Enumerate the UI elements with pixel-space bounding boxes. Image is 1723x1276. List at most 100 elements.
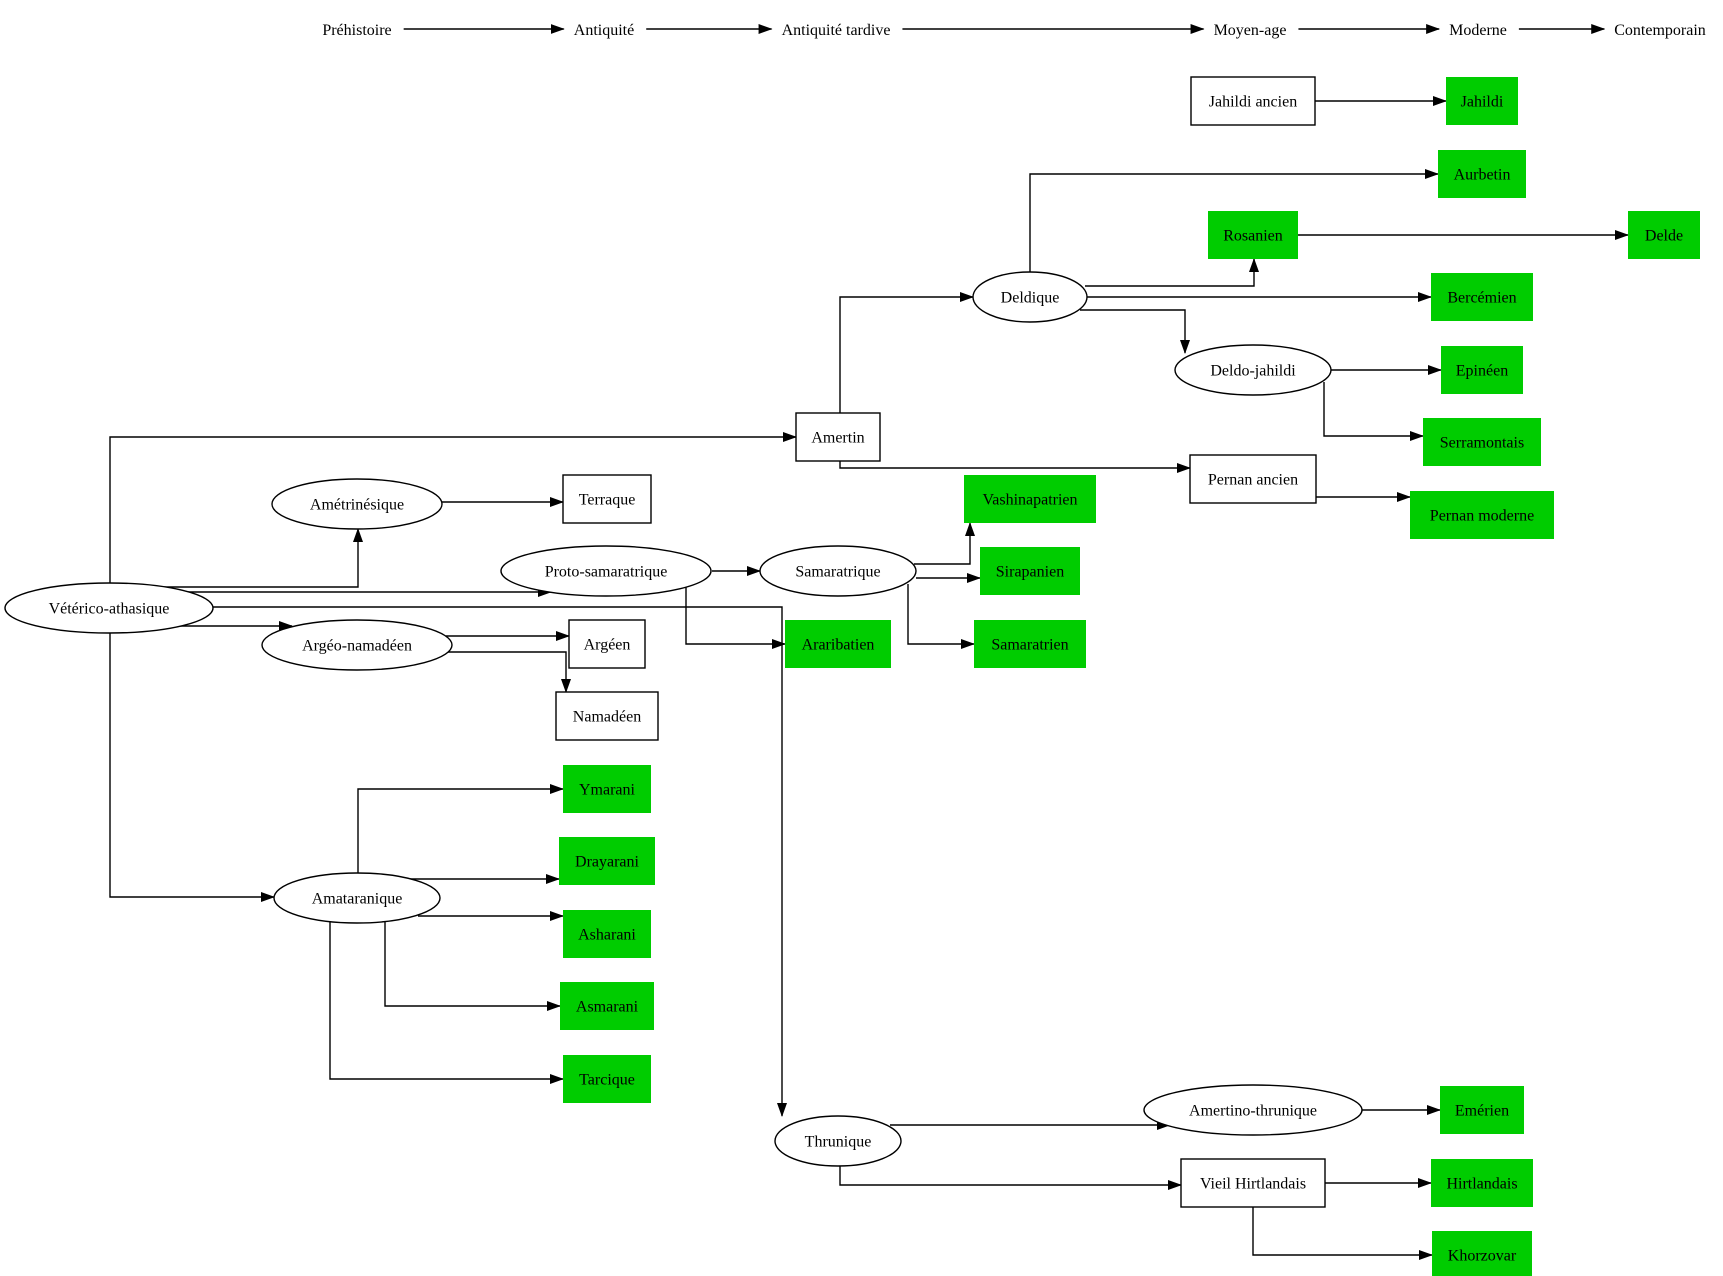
- node-khorzovar: Khorzovar: [1432, 1231, 1532, 1276]
- node-modern-box: [964, 475, 1096, 523]
- node-label: Amertin: [811, 430, 864, 447]
- node-ellipse: [759, 545, 917, 597]
- node-label: Amataranique: [312, 891, 403, 908]
- node-modern-box: [1431, 1159, 1533, 1207]
- node-emerien: Emérien: [1440, 1086, 1524, 1134]
- node-ellipse: [4, 582, 214, 634]
- node-amataranique: Amataranique: [273, 872, 441, 924]
- edge-amataranique-to-asmarani: [384, 922, 561, 1011]
- node-label: Emérien: [1455, 1103, 1509, 1120]
- edge-argeo-namadeen-to-namadeen: [446, 651, 571, 693]
- node-araribatien: Araribatien: [785, 620, 891, 668]
- node-label: Hirtlandais: [1446, 1176, 1517, 1193]
- node-modern-box: [974, 620, 1086, 668]
- edge-deldo-jahildi-to-serramontais: [1323, 382, 1424, 441]
- node-label: Jahildi ancien: [1209, 94, 1297, 111]
- timeline-label-moderne: Moderne: [1449, 22, 1507, 39]
- node-modern-box: [980, 547, 1080, 595]
- node-label: Pernan moderne: [1430, 508, 1534, 525]
- node-jahildi-ancien: Jahildi ancien: [1190, 76, 1316, 126]
- edge-amataranique-to-ymarani: [357, 784, 564, 873]
- node-modern-box: [563, 1055, 651, 1103]
- edge-samaratrique-to-samaratrien: [907, 584, 975, 649]
- edge-veterico-to-amertin: [109, 432, 797, 584]
- node-deldique: Deldique: [972, 271, 1088, 323]
- node-modern-box: [1446, 77, 1518, 125]
- node-label: Deldo-jahildi: [1210, 363, 1296, 380]
- edge-vieil-hirtlandais-to-khorzovar: [1252, 1207, 1433, 1260]
- node-label: Argéo-namadéen: [302, 638, 412, 655]
- node-thrunique: Thrunique: [774, 1115, 902, 1167]
- node-ellipse: [972, 271, 1088, 323]
- node-jahildi: Jahildi: [1446, 77, 1518, 125]
- edge-amertin-to-deldique: [839, 292, 974, 413]
- node-box: [1190, 76, 1316, 126]
- node-samaratrique: Samaratrique: [759, 545, 917, 597]
- node-drayarani: Drayarani: [559, 837, 655, 885]
- node-box: [555, 691, 659, 741]
- edges: [109, 96, 1629, 1260]
- node-modern-box: [785, 620, 891, 668]
- edge-deldique-to-aurbetin: [1029, 169, 1439, 272]
- node-label: Samaratrien: [991, 637, 1068, 654]
- node-box: [562, 474, 652, 524]
- edge-amertin-to-pernan-ancien: [839, 461, 1191, 473]
- node-delde: Delde: [1628, 211, 1700, 259]
- node-modern-box: [1423, 418, 1541, 466]
- node-rosanien: Rosanien: [1208, 211, 1298, 259]
- node-label: Samaratrique: [795, 564, 880, 581]
- node-label: Asmarani: [576, 999, 639, 1016]
- node-modern-box: [563, 910, 651, 958]
- node-box: [1180, 1158, 1326, 1208]
- node-label: Proto-samaratrique: [545, 564, 668, 581]
- node-ellipse: [1143, 1084, 1363, 1136]
- edge-deldique-to-rosanien: [1085, 258, 1259, 287]
- node-label: Drayarani: [575, 854, 640, 871]
- node-label: Terraque: [579, 492, 636, 509]
- node-label: Amétrinésique: [310, 497, 404, 514]
- node-modern-box: [1440, 1086, 1524, 1134]
- node-box: [795, 412, 881, 462]
- edge-amataranique-to-tarcique: [329, 922, 564, 1084]
- node-label: Araribatien: [802, 637, 875, 654]
- node-ellipse: [271, 478, 443, 530]
- edge-veterico-to-ametrinesique: [160, 528, 363, 588]
- node-argeen: Argéen: [568, 619, 646, 669]
- node-pernan-moderne: Pernan moderne: [1410, 491, 1554, 539]
- node-amertino-thrunique: Amertino-thrunique: [1143, 1084, 1363, 1136]
- node-vashinapatrien: Vashinapatrien: [964, 475, 1096, 523]
- node-asharani: Asharani: [563, 910, 651, 958]
- node-label: Asharani: [578, 927, 636, 944]
- node-modern-box: [1410, 491, 1554, 539]
- node-label: Bercémien: [1447, 290, 1516, 307]
- node-epineen: Epinéen: [1441, 346, 1523, 394]
- node-veterico: Vétérico-athasique: [4, 582, 214, 634]
- node-ellipse: [500, 545, 712, 597]
- timeline-label-prehistoire: Préhistoire: [322, 22, 391, 39]
- node-label: Jahildi: [1461, 94, 1504, 111]
- node-tarcique: Tarcique: [563, 1055, 651, 1103]
- node-deldo-jahildi: Deldo-jahildi: [1174, 344, 1332, 396]
- node-ellipse: [774, 1115, 902, 1167]
- timeline-label-contemporain: Contemporain: [1614, 22, 1706, 39]
- node-label: Epinéen: [1456, 363, 1508, 380]
- node-modern-box: [560, 982, 654, 1030]
- node-vieil-hirtlandais: Vieil Hirtlandais: [1180, 1158, 1326, 1208]
- edge-veterico-to-amataranique: [109, 633, 275, 902]
- node-label: Amertino-thrunique: [1189, 1103, 1317, 1120]
- node-modern-box: [1431, 273, 1533, 321]
- timeline-label-antiquite: Antiquité: [574, 22, 634, 39]
- node-label: Khorzovar: [1448, 1248, 1517, 1265]
- node-label: Serramontais: [1440, 435, 1524, 452]
- node-ellipse: [261, 619, 453, 671]
- node-label: Thrunique: [805, 1134, 872, 1151]
- edge-thrunique-to-vieil-hirtlandais: [839, 1166, 1182, 1190]
- node-bercemien: Bercémien: [1431, 273, 1533, 321]
- node-label: Delde: [1645, 228, 1683, 245]
- edge-samaratrique-to-vashinapatrien: [914, 522, 975, 565]
- node-label: Ymarani: [579, 782, 636, 799]
- node-label: Tarcique: [579, 1072, 635, 1089]
- node-hirtlandais: Hirtlandais: [1431, 1159, 1533, 1207]
- node-modern-box: [563, 765, 651, 813]
